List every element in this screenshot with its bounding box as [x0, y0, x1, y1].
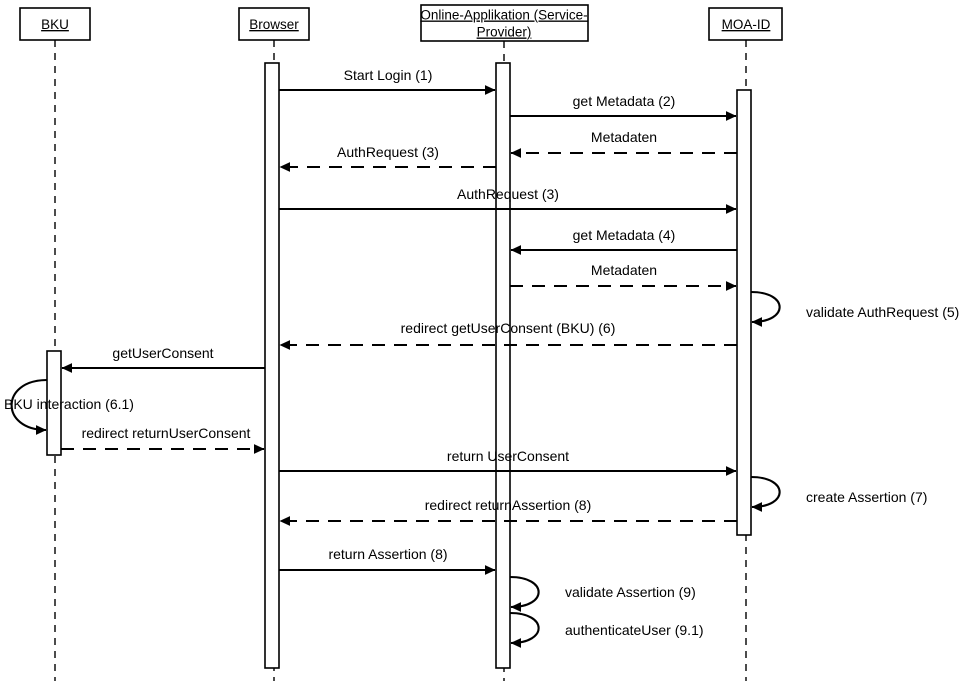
message-12-moaid-to-browser[interactable]: redirect returnAssertion (8)	[279, 497, 737, 526]
message-label: get Metadata (2)	[573, 93, 676, 109]
self-message-moaid-0[interactable]: validate AuthRequest (5)	[750, 290, 959, 327]
activation-bar-oa-0[interactable]	[495, 62, 511, 669]
message-label: redirect returnUserConsent	[82, 425, 251, 441]
message-label: Start Login (1)	[344, 67, 433, 83]
message-label: redirect getUserConsent (BKU) (6)	[401, 320, 616, 336]
message-5-browser-to-moaid[interactable]: AuthRequest (3)	[279, 186, 737, 214]
lifeline-title-browser: Browser	[249, 17, 299, 32]
message-13-browser-to-oa[interactable]: return Assertion (8)	[279, 546, 496, 575]
self-messages-layer: validate AuthRequest (5) BKU interaction …	[4, 290, 959, 648]
message-label: get Metadata (4)	[573, 227, 676, 243]
message-3-moaid-to-oa[interactable]: Metadaten	[510, 129, 737, 158]
activation-bar-moaid-0[interactable]	[736, 89, 752, 536]
message-label: return UserConsent	[447, 448, 569, 464]
self-message-label: validate Assertion (9)	[565, 584, 696, 600]
activation-bar-bku-0[interactable]	[46, 350, 62, 456]
message-label: Metadaten	[591, 262, 657, 278]
activation-bar-browser-0[interactable]	[264, 62, 280, 669]
message-2-oa-to-moaid[interactable]: get Metadata (2)	[510, 93, 737, 121]
message-4-oa-to-browser[interactable]: AuthRequest (3)	[279, 144, 496, 172]
message-8-moaid-to-browser[interactable]: redirect getUserConsent (BKU) (6)	[279, 320, 737, 350]
message-1-browser-to-oa[interactable]: Start Login (1)	[279, 67, 496, 95]
message-11-browser-to-moaid[interactable]: return UserConsent	[279, 448, 737, 476]
lifeline-browser[interactable]: Browser	[238, 7, 310, 681]
lifeline-box-browser[interactable]	[238, 7, 310, 41]
self-message-label: BKU interaction (6.1)	[4, 396, 134, 412]
lifelines-layer: BKU Browser Online-Applikation (Service- Pr…	[19, 4, 783, 681]
message-label: return Assertion (8)	[328, 546, 447, 562]
message-label: AuthRequest (3)	[337, 144, 439, 160]
message-label: getUserConsent	[112, 345, 213, 361]
self-message-oa-3[interactable]: validate Assertion (9)	[509, 575, 696, 612]
self-message-oa-4[interactable]: authenticateUser (9.1)	[509, 611, 704, 648]
lifeline-moaid[interactable]: MOA-ID	[708, 7, 783, 681]
self-message-arrow	[750, 290, 781, 327]
message-label: redirect returnAssertion (8)	[425, 497, 592, 513]
self-message-arrow	[750, 475, 781, 512]
lifeline-oa[interactable]: Online-Applikation (Service- Provider)	[420, 4, 589, 681]
message-label: Metadaten	[591, 129, 657, 145]
message-9-browser-to-bku[interactable]: getUserConsent	[61, 345, 265, 373]
message-7-oa-to-moaid[interactable]: Metadaten	[510, 262, 737, 291]
self-message-moaid-2[interactable]: create Assertion (7)	[750, 475, 927, 512]
lifeline-box-bku[interactable]	[19, 7, 91, 41]
messages-layer: Start Login (1) get Metadata (2) Metadaten…	[61, 67, 737, 575]
lifeline-title-oa: Online-Applikation (Service-	[420, 8, 587, 23]
message-6-moaid-to-oa[interactable]: get Metadata (4)	[510, 227, 737, 255]
lifeline-box-moaid[interactable]	[708, 7, 783, 41]
self-message-arrow	[509, 575, 540, 612]
self-message-label: create Assertion (7)	[806, 489, 927, 505]
lifeline-bku[interactable]: BKU	[19, 7, 91, 681]
lifeline-title-oa: Provider)	[477, 25, 532, 40]
lifeline-title-bku: BKU	[41, 17, 69, 32]
self-message-arrow	[10, 378, 48, 435]
lifeline-title-moaid: MOA-ID	[722, 17, 771, 32]
self-message-label: authenticateUser (9.1)	[565, 622, 704, 638]
message-10-bku-to-browser[interactable]: redirect returnUserConsent	[61, 425, 265, 454]
self-message-arrow	[509, 611, 540, 648]
lifeline-box-oa[interactable]	[420, 4, 589, 42]
message-label: AuthRequest (3)	[457, 186, 559, 202]
self-message-bku-1[interactable]: BKU interaction (6.1)	[4, 378, 134, 435]
self-message-label: validate AuthRequest (5)	[806, 304, 959, 320]
